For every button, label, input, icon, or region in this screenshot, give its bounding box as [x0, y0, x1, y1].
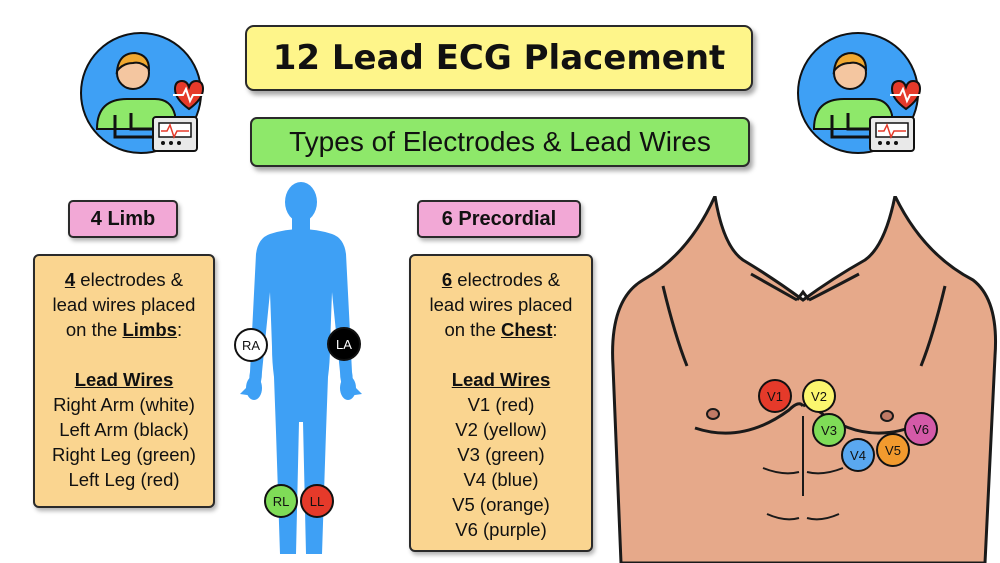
electrode-ll: LL [300, 484, 334, 518]
svg-text:V4: V4 [850, 448, 866, 463]
electrode-v5: V5 [876, 433, 910, 467]
electrode-ra: RA [234, 328, 268, 362]
svg-text:V5: V5 [885, 443, 901, 458]
svg-text:V3: V3 [821, 423, 837, 438]
precordial-line-2: lead wires placed [429, 294, 573, 315]
electrode-la: LA [327, 327, 361, 361]
electrode-v1: V1 [758, 379, 792, 413]
precordial-item: V1 (red) [467, 394, 535, 415]
limb-item: Right Arm (white) [53, 394, 195, 415]
electrode-v2: V2 [802, 379, 836, 413]
limb-line-2: lead wires placed [52, 294, 196, 315]
svg-text:LL: LL [310, 494, 324, 509]
limb-tag: 4 Limb [68, 200, 178, 238]
svg-text:V6: V6 [913, 422, 929, 437]
limb-item: Left Arm (black) [59, 419, 189, 440]
svg-text:V2: V2 [811, 389, 827, 404]
subtitle-banner: Types of Electrodes & Lead Wires [250, 117, 750, 167]
precordial-item: V2 (yellow) [455, 419, 547, 440]
precordial-item: V6 (purple) [455, 519, 547, 540]
title-banner: 12 Lead ECG Placement [245, 25, 753, 91]
precordial-lead-wires-heading: Lead Wires [451, 369, 551, 390]
precordial-line-3: on the Chest: [444, 319, 558, 340]
precordial-item: V3 (green) [457, 444, 545, 465]
precordial-item: V5 (orange) [452, 494, 550, 515]
limb-lead-wires-heading: Lead Wires [74, 369, 174, 390]
precordial-line-1: 6 electrodes & [441, 269, 561, 290]
svg-text:RA: RA [242, 338, 260, 353]
precordial-tag: 6 Precordial [417, 200, 581, 238]
limb-line-1: 4 electrodes & [64, 269, 184, 290]
patient-monitor-icon-right [797, 32, 922, 154]
svg-text:LA: LA [336, 337, 352, 352]
svg-text:RL: RL [273, 494, 290, 509]
precordial-item: V4 (blue) [463, 469, 539, 490]
limb-line-3: on the Limbs: [65, 319, 183, 340]
page-title: 12 Lead ECG Placement [272, 38, 726, 78]
electrode-v3: V3 [812, 413, 846, 447]
electrode-v4: V4 [841, 438, 875, 472]
page-subtitle: Types of Electrodes & Lead Wires [289, 126, 711, 157]
patient-monitor-icon-left [80, 32, 205, 154]
electrode-rl: RL [264, 484, 298, 518]
limb-item: Right Leg (green) [52, 444, 196, 465]
electrode-v6: V6 [904, 412, 938, 446]
limb-item: Left Leg (red) [68, 469, 180, 490]
svg-text:V1: V1 [767, 389, 783, 404]
chest-illustration [611, 196, 997, 563]
limb-panel: 4 electrodes & lead wires placed on the … [33, 254, 215, 508]
precordial-panel: 6 electrodes & lead wires placed on the … [409, 254, 593, 552]
body-figure [240, 182, 362, 554]
